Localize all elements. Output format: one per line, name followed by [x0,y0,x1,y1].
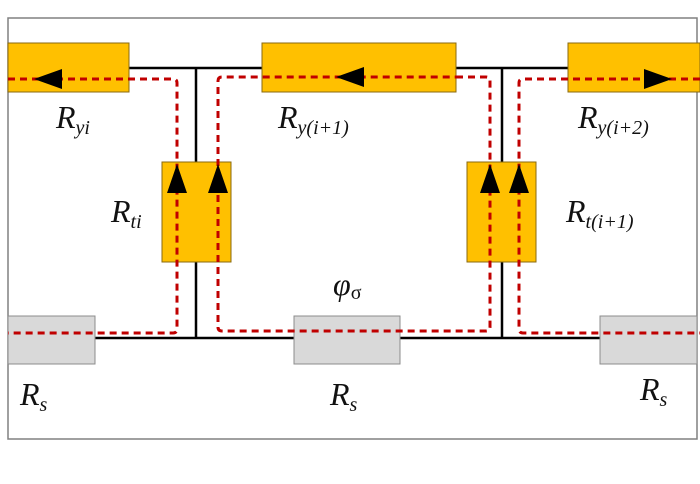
flux-path-right [517,77,700,335]
arrow-right-icon [644,69,672,89]
flux-arrows [34,67,672,193]
wires [95,66,600,340]
diagram-frame [7,17,698,440]
label-ry-i1: Ry(i+1) [277,99,349,139]
yoke-reluctance-ry-i [7,42,130,93]
arrow-left-icon [336,67,364,87]
flux-path-left [8,77,179,335]
label-rs-right: Rs [639,371,668,411]
arrow-up-icon [167,164,187,193]
slot-reluctance-rs-mid [293,315,401,365]
flux-path-middle [216,75,492,333]
label-ry-i2: Ry(i+2) [577,99,649,139]
label-rt-i: Rti [110,193,142,233]
label-rs-left: Rs [19,376,48,416]
slot-reluctance-rs-right [599,315,698,365]
label-phi-sigma: φσ [333,266,362,304]
arrow-up-icon [208,164,228,193]
yoke-reluctance-ry-i2 [567,42,700,93]
tooth-reluctance-rt-i1 [466,161,537,263]
label-ry-i: Ryi [55,99,90,139]
slot-reluctance-rs-left [7,315,96,365]
arrow-up-icon [480,164,500,193]
arrow-left-icon [34,69,62,89]
label-rt-i1: Rt(i+1) [565,193,634,233]
label-rs-mid: Rs [329,376,358,416]
flux-paths [8,75,700,335]
arrow-up-icon [509,164,529,193]
